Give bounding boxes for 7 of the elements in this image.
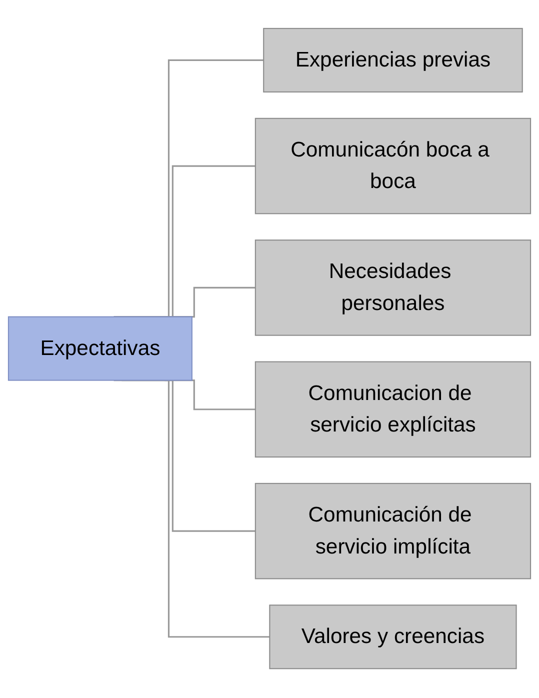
node-box: Comunicacion de servicio explícitas: [254, 362, 532, 458]
node-box: Expectativas: [8, 316, 192, 382]
node-box: Experiencias previas: [263, 28, 523, 93]
node-box: Valores y creencias: [269, 605, 517, 670]
node-box: Comunicación de servicio implícita: [254, 483, 532, 580]
node-box: Comunicacón boca a boca: [254, 118, 532, 215]
node-box: Necesidades personales: [254, 240, 532, 336]
